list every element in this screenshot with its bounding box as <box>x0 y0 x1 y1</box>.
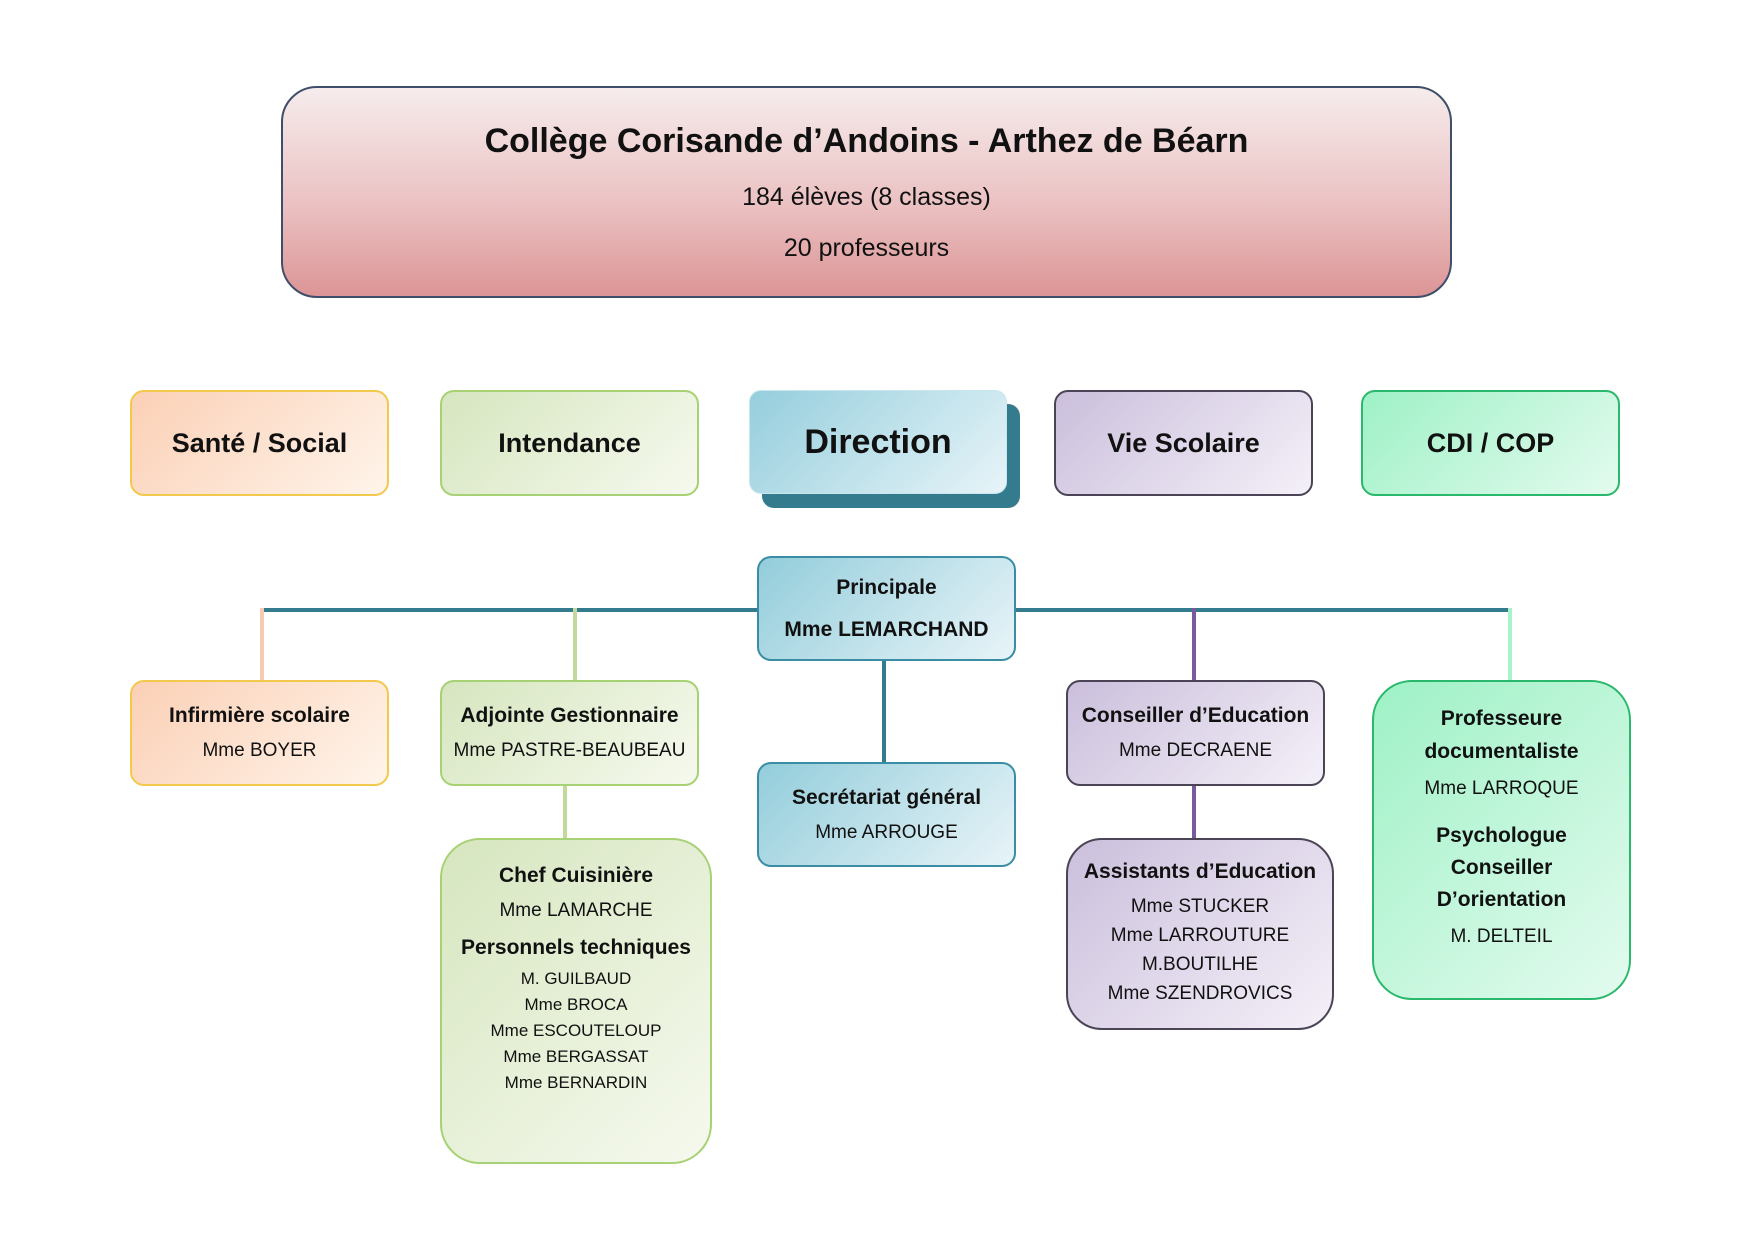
secretariat-node: Secrétariat général Mme ARROUGE <box>757 762 1016 867</box>
assistants-node: Assistants d’Education Mme STUCKER Mme L… <box>1066 838 1334 1030</box>
psychologue-role-line2: Conseiller <box>1450 856 1553 879</box>
cuisine-role: Chef Cuisinière <box>498 864 654 887</box>
connector-vie-scolaire <box>1192 608 1196 682</box>
principal-role: Principale <box>836 575 937 599</box>
student-count: 184 élèves (8 classes) <box>742 182 991 211</box>
conseiller-role: Conseiller d’Education <box>1081 704 1310 727</box>
assistants-list: Mme STUCKER Mme LARROUTURE M.BOUTILHE Mm… <box>1108 892 1293 1008</box>
tech-staff-list: M. GUILBAUD Mme BROCA Mme ESCOUTELOUP Mm… <box>491 966 662 1096</box>
category-direction-label: Direction <box>804 422 952 461</box>
teacher-count: 20 professeurs <box>783 233 950 262</box>
gestionnaire-node: Adjointe Gestionnaire Mme PASTRE-BEAUBEA… <box>440 680 699 786</box>
psychologue-role-line3: D’orientation <box>1436 888 1567 911</box>
college-title: Collège Corisande d’Andoins - Arthez de … <box>484 121 1249 160</box>
list-item: M.BOUTILHE <box>1141 954 1259 975</box>
list-item: Mme BERGASSAT <box>503 1047 649 1066</box>
gestionnaire-name: Mme PASTRE-BEAUBEAU <box>453 740 686 761</box>
category-cdi-cop: CDI / COP <box>1361 390 1620 496</box>
connector-intendance <box>573 608 577 682</box>
principal-name: Mme LEMARCHAND <box>784 617 989 641</box>
connector-secretariat <box>882 658 886 764</box>
college-header: Collège Corisande d’Andoins - Arthez de … <box>281 86 1452 298</box>
connector-sante <box>260 608 264 682</box>
tech-staff-role: Personnels techniques <box>461 936 691 959</box>
category-cdi-label: CDI / COP <box>1426 427 1555 458</box>
documentaliste-name: Mme LARROQUE <box>1424 778 1579 799</box>
secretariat-name: Mme ARROUGE <box>815 821 958 843</box>
documentaliste-role-line2: documentaliste <box>1424 740 1579 763</box>
category-sante-label: Santé / Social <box>171 427 348 458</box>
list-item: Mme BERNARDIN <box>504 1073 648 1092</box>
cdi-node: Professeure documentaliste Mme LARROQUE … <box>1372 680 1631 1000</box>
connector-cuisine <box>563 784 567 840</box>
conseiller-name: Mme DECRAENE <box>1118 740 1273 761</box>
list-item: Mme STUCKER <box>1130 896 1270 917</box>
cuisine-node: Chef Cuisinière Mme LAMARCHE Personnels … <box>440 838 712 1164</box>
connector-cdi <box>1508 608 1512 682</box>
infirmiere-name: Mme BOYER <box>202 740 317 761</box>
cuisine-name: Mme LAMARCHE <box>499 900 653 921</box>
conseiller-node: Conseiller d’Education Mme DECRAENE <box>1066 680 1325 786</box>
list-item: M. GUILBAUD <box>520 969 632 988</box>
category-vie-scolaire: Vie Scolaire <box>1054 390 1313 496</box>
category-direction: Direction <box>749 390 1007 494</box>
category-sante-social: Santé / Social <box>130 390 389 496</box>
assistants-role: Assistants d’Education <box>1083 860 1317 883</box>
infirmiere-role: Infirmière scolaire <box>169 704 350 727</box>
list-item: Mme ESCOUTELOUP <box>490 1021 662 1040</box>
connector-assistants <box>1192 784 1196 840</box>
secretariat-role: Secrétariat général <box>791 785 982 809</box>
category-vie-scolaire-label: Vie Scolaire <box>1107 427 1260 458</box>
list-item: Mme SZENDROVICS <box>1107 983 1293 1004</box>
principal-node: Principale Mme LEMARCHAND <box>757 556 1016 661</box>
gestionnaire-role: Adjointe Gestionnaire <box>460 704 679 727</box>
documentaliste-role-line1: Professeure <box>1440 707 1563 730</box>
psychologue-name: M. DELTEIL <box>1450 926 1553 947</box>
infirmiere-node: Infirmière scolaire Mme BOYER <box>130 680 389 786</box>
category-intendance-label: Intendance <box>498 427 641 458</box>
list-item: Mme LARROUTURE <box>1110 925 1290 946</box>
psychologue-role-line1: Psychologue <box>1436 824 1567 847</box>
list-item: Mme BROCA <box>524 995 628 1014</box>
category-intendance: Intendance <box>440 390 699 496</box>
